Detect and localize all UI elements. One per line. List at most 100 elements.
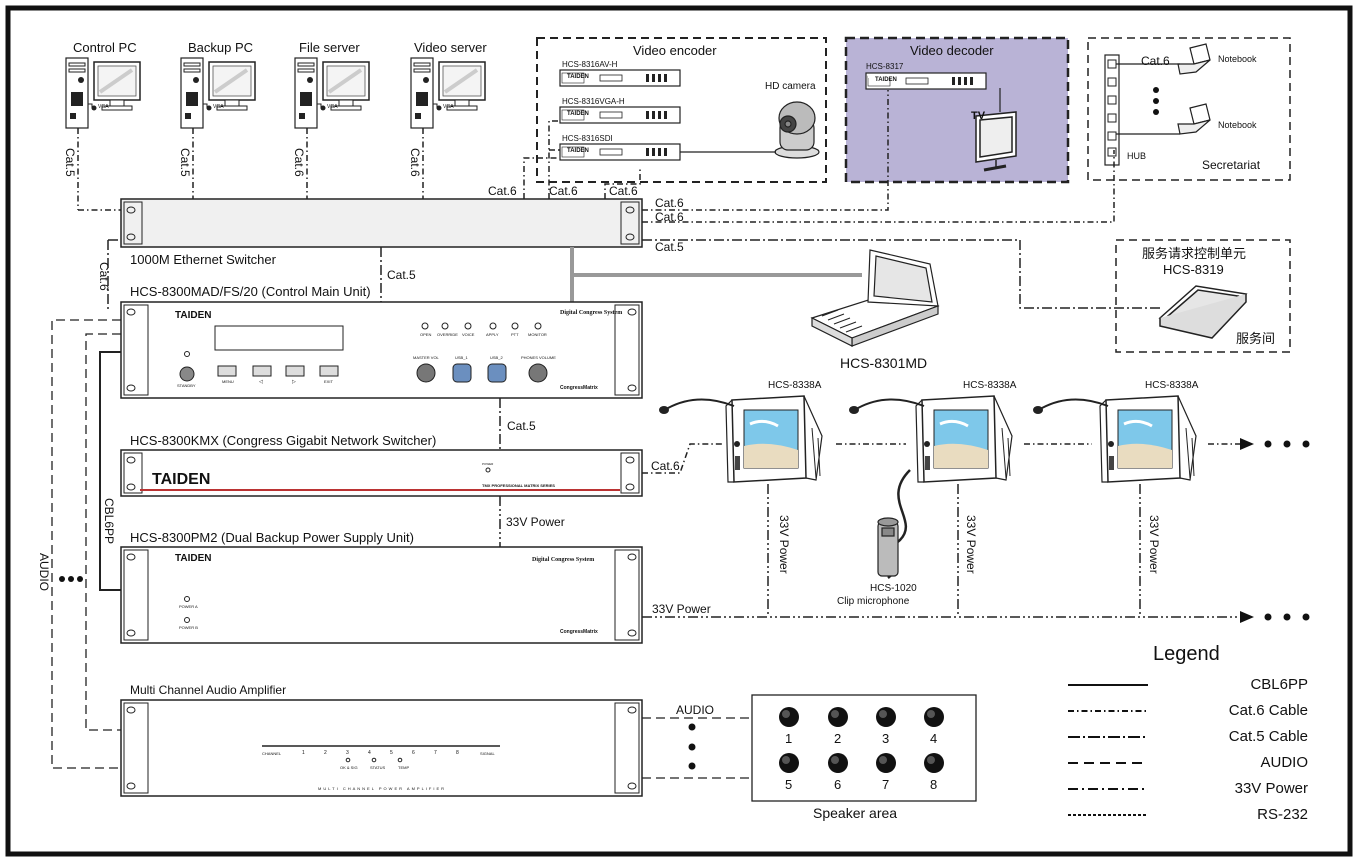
knob-label: USB_2 bbox=[490, 355, 503, 360]
speaker-label: 1 bbox=[785, 731, 793, 746]
vga-label: VGA bbox=[213, 104, 224, 110]
kmx-brand: TAIDEN bbox=[152, 471, 211, 488]
decoder-model: HCS-8317 bbox=[866, 62, 904, 71]
service-room: 服务间 bbox=[1236, 331, 1276, 346]
amp-channel: SIGNAL bbox=[480, 751, 495, 756]
speaker-area-caption: Speaker area bbox=[813, 805, 898, 821]
led-label: MONITOR bbox=[528, 332, 547, 337]
cat6-hub-link: Cat.6 bbox=[655, 210, 684, 224]
amp-channel: 1 bbox=[302, 750, 305, 756]
speaker-label: 8 bbox=[930, 777, 938, 792]
power-led-label: POWER B bbox=[179, 625, 198, 630]
conference-unit-label: HCS-8338A bbox=[963, 380, 1017, 391]
amp-status: STATUS bbox=[370, 765, 386, 770]
power-out-link: 33V Power bbox=[652, 602, 711, 616]
amp-channel: 4 bbox=[368, 750, 371, 756]
vga-label: VGA bbox=[327, 104, 338, 110]
conference-unit-label: HCS-8338A bbox=[768, 380, 822, 391]
encoder-model: HCS-8316VGA-H bbox=[562, 97, 625, 106]
amp-channel: CHANNEL bbox=[262, 751, 282, 756]
legend-item: 33V Power bbox=[1234, 780, 1308, 797]
button-label: MENU bbox=[222, 379, 234, 384]
led-label: VOICE bbox=[462, 332, 475, 337]
legend-title: Legend bbox=[1153, 643, 1220, 665]
encoder-model: HCS-8316SDI bbox=[562, 134, 613, 143]
speaker-label: 2 bbox=[834, 731, 842, 746]
mic-name: Clip microphone bbox=[837, 596, 910, 607]
control-pc-label: Control PC bbox=[73, 40, 137, 55]
speaker-label: 3 bbox=[882, 731, 890, 746]
switcher-label: 1000M Ethernet Switcher bbox=[130, 252, 276, 267]
legend-item: AUDIO bbox=[1260, 754, 1308, 771]
kmx-series: TMX PROFESSIONAL MATRIX SERIES bbox=[482, 483, 555, 488]
encoder-model: HCS-8316AV-H bbox=[562, 60, 618, 69]
cat6-left-link: Cat.6 bbox=[97, 262, 111, 291]
unit-power-label: 33V Power bbox=[1147, 515, 1161, 574]
main-unit-system: Digital Congress System bbox=[560, 310, 623, 316]
mic-model: HCS-1020 bbox=[870, 583, 917, 594]
amp-status: TEMP bbox=[398, 765, 410, 770]
rack-brand: TAIDEN bbox=[567, 148, 589, 154]
file-server-label: File server bbox=[299, 40, 360, 55]
tv-label: TV bbox=[971, 110, 986, 122]
secretariat-cable: Cat.6 bbox=[1141, 54, 1170, 68]
amp-channel: 2 bbox=[324, 750, 327, 756]
amp-channel: 5 bbox=[390, 750, 393, 756]
notebook-label: Notebook bbox=[1218, 120, 1257, 130]
service-title: 服务请求控制单元 bbox=[1142, 246, 1247, 261]
pm2-logo: CongressMatrix bbox=[560, 629, 598, 635]
legend-item: RS-232 bbox=[1257, 806, 1308, 823]
backup-pc-label: Backup PC bbox=[188, 40, 254, 55]
cable-label: Cat.5 bbox=[63, 148, 77, 177]
pm2-label: HCS-8300PM2 (Dual Backup Power Supply Un… bbox=[130, 530, 414, 545]
rack-brand: TAIDEN bbox=[567, 74, 589, 80]
cat5-kmx-link: Cat.5 bbox=[507, 419, 536, 433]
amp-channel: 6 bbox=[412, 750, 415, 756]
kmx-label: HCS-8300KMX (Congress Gigabit Network Sw… bbox=[130, 433, 437, 448]
conference-unit-label: HCS-8338A bbox=[1145, 380, 1199, 391]
button-label: EXIT bbox=[324, 379, 333, 384]
vga-label: VGA bbox=[98, 104, 109, 110]
cat6-decoder-link: Cat.6 bbox=[655, 196, 684, 210]
unit-power-label: 33V Power bbox=[777, 515, 791, 574]
main-unit-label: HCS-8300MAD/FS/20 (Control Main Unit) bbox=[130, 284, 371, 299]
cat6-encoder-3: Cat.6 bbox=[609, 184, 638, 198]
cable-label: Cat.5 bbox=[178, 148, 192, 177]
video-server-label: Video server bbox=[414, 40, 487, 55]
cable-label: Cat.6 bbox=[292, 148, 306, 177]
main-unit-logo: CongressMatrix bbox=[560, 385, 598, 391]
knob-label: PHONES VOLUME bbox=[521, 355, 556, 360]
led-label: PTT bbox=[511, 332, 519, 337]
legend-item: Cat.5 Cable bbox=[1228, 728, 1308, 745]
vga-label: VGA bbox=[443, 104, 454, 110]
notebook-label: Notebook bbox=[1218, 54, 1257, 64]
hd-camera-label: HD camera bbox=[765, 81, 816, 92]
cat5-service-link: Cat.5 bbox=[655, 240, 684, 254]
cbl6pp-label: CBL6PP bbox=[102, 498, 116, 545]
unit-power-label: 33V Power bbox=[964, 515, 978, 574]
cat6-encoder-2: Cat.6 bbox=[549, 184, 578, 198]
amp-status: OK & SIG bbox=[340, 765, 358, 770]
power-led-label: POWER A bbox=[179, 604, 198, 609]
button-label: STANDBY bbox=[177, 383, 196, 388]
amp-label: Multi Channel Audio Amplifier bbox=[130, 683, 287, 697]
service-model: HCS-8319 bbox=[1163, 262, 1224, 277]
cat6-conference-link: Cat.6 bbox=[651, 459, 680, 473]
amp-channel: 3 bbox=[346, 750, 349, 756]
speaker-label: 4 bbox=[930, 731, 938, 746]
led-label: OPEN bbox=[420, 332, 432, 337]
audio-out-link: AUDIO bbox=[676, 703, 715, 717]
video-encoder-title: Video encoder bbox=[633, 43, 717, 58]
rack-brand: TAIDEN bbox=[875, 77, 897, 83]
led-label: OVERRIDE bbox=[437, 332, 458, 337]
led-label: APPLY bbox=[486, 332, 499, 337]
rack-brand: TAIDEN bbox=[567, 111, 589, 117]
power-pm2-link: 33V Power bbox=[506, 515, 565, 529]
audio-vertical-label: AUDIO bbox=[37, 553, 51, 592]
pm2-system: Digital Congress System bbox=[532, 557, 595, 563]
cat5-main-link: Cat.5 bbox=[387, 268, 416, 282]
speaker-label: 5 bbox=[785, 777, 793, 792]
knob-label: USB_1 bbox=[455, 355, 468, 360]
amp-channel: 7 bbox=[434, 750, 437, 756]
